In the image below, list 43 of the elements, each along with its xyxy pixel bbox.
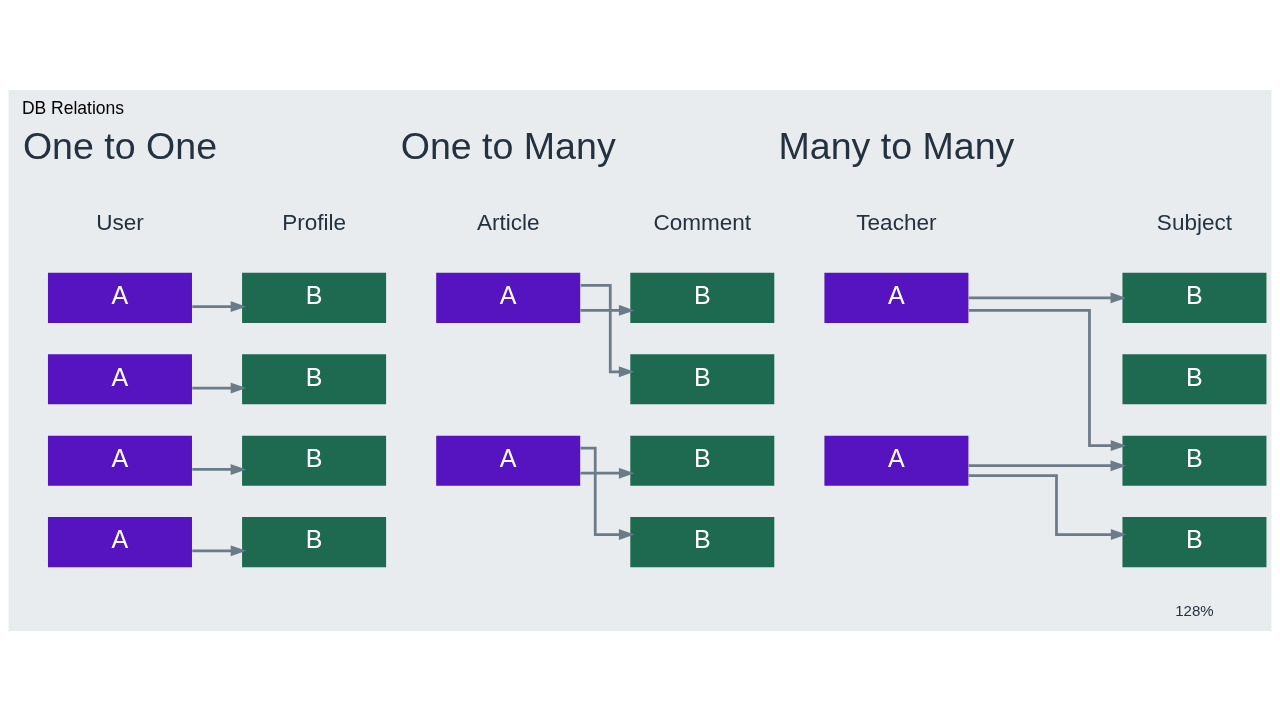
node-box: B — [630, 272, 775, 323]
node-box: A — [47, 272, 192, 323]
node-box: B — [1122, 435, 1267, 486]
label: 128% — [1175, 601, 1214, 619]
label: Subject — [1156, 209, 1233, 235]
node-box: B — [1122, 516, 1267, 567]
node-box: B — [242, 435, 387, 486]
label: One to Many — [400, 124, 616, 167]
label: Many to Many — [778, 124, 1015, 167]
arrow — [580, 283, 635, 377]
node-box: A — [824, 435, 969, 486]
arrow — [192, 544, 247, 556]
label: Teacher — [856, 209, 937, 235]
node-box: B — [630, 516, 775, 567]
label: Comment — [653, 209, 752, 235]
node-box: A — [436, 272, 581, 323]
arrow — [192, 463, 247, 475]
label: One to One — [22, 124, 218, 167]
node-box: B — [242, 353, 387, 404]
label: User — [96, 209, 144, 235]
arrow — [580, 446, 635, 540]
node-box: B — [1122, 272, 1267, 323]
label: Article — [476, 209, 540, 235]
arrow — [968, 308, 1127, 451]
node-box: A — [824, 272, 969, 323]
arrow — [192, 382, 247, 393]
node-box: A — [47, 516, 192, 567]
label: Profile — [282, 209, 347, 235]
node-box: B — [1122, 353, 1267, 404]
node-box: A — [436, 435, 581, 486]
arrow — [968, 473, 1127, 540]
node-box: A — [47, 435, 192, 486]
node-box: A — [47, 353, 192, 404]
node-box: B — [630, 435, 775, 486]
arrow — [580, 304, 635, 316]
arrow — [968, 459, 1127, 471]
diagram-title: DB Relations — [21, 97, 125, 118]
arrow — [192, 300, 247, 312]
arrow — [580, 467, 635, 479]
node-box: B — [242, 272, 387, 323]
arrow — [968, 291, 1127, 303]
node-box: B — [630, 353, 775, 404]
node-box: B — [242, 516, 387, 567]
